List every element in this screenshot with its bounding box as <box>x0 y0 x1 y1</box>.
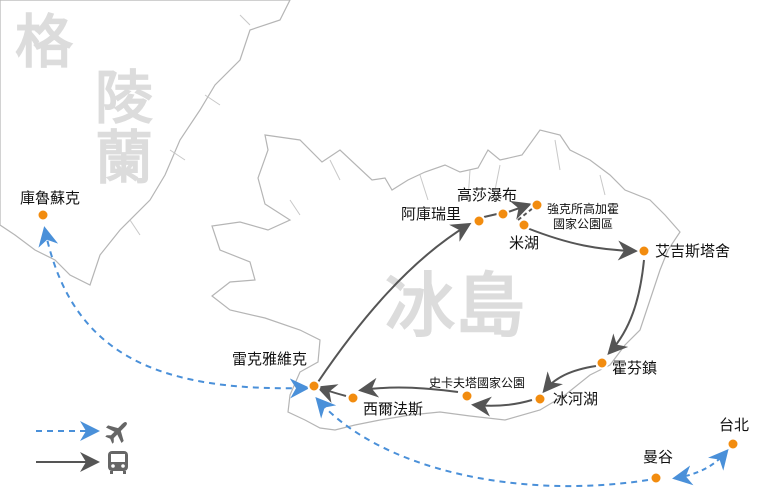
marker-bangkok[interactable] <box>649 471 663 485</box>
marker-egilsstadir[interactable] <box>637 244 651 258</box>
iceland-label: 冰島 <box>385 265 525 347</box>
label-egilsstadir: 艾吉斯塔舍 <box>655 242 730 260</box>
label-jokulsargljufur-1: 強克所高加霍 <box>547 201 619 216</box>
label-reykjavik: 雷克雅維克 <box>232 350 307 368</box>
greenland-label-1: 格 <box>15 8 74 76</box>
label-selfoss: 西爾法斯 <box>363 400 423 418</box>
legend <box>36 421 128 474</box>
marker-skaftafell[interactable] <box>460 389 474 403</box>
flight-bangkok-reykjavik <box>315 397 649 488</box>
label-jokulsargljufur-2: 國家公園區 <box>553 216 613 231</box>
greenland-label-3: 蘭 <box>95 124 153 192</box>
marker-jokulsargljufur[interactable] <box>530 198 544 212</box>
airplane-icon <box>105 422 127 444</box>
label-skaftafell: 史卡夫塔國家公園 <box>429 375 525 390</box>
marker-jokulsarlon[interactable] <box>533 392 547 406</box>
bus-icon <box>108 451 128 474</box>
marker-selfoss[interactable] <box>346 391 360 405</box>
label-godafoss: 高莎瀑布 <box>457 186 517 204</box>
label-hofn: 霍芬鎮 <box>612 359 657 377</box>
marker-akureyri[interactable] <box>472 214 486 228</box>
flight-bangkok-taipei <box>672 448 729 486</box>
ground-routes <box>316 200 645 417</box>
marker-myvatn[interactable] <box>517 218 531 232</box>
label-kulusuk: 庫魯蘇克 <box>20 189 80 207</box>
marker-hofn[interactable] <box>595 356 609 370</box>
label-jokulsarlon: 冰河湖 <box>553 390 598 408</box>
marker-kulusuk[interactable] <box>36 208 50 222</box>
label-myvatn: 米湖 <box>509 234 539 252</box>
marker-godafoss[interactable] <box>496 207 510 221</box>
label-bangkok: 曼谷 <box>643 448 673 466</box>
flight-kulusuk-reykjavik <box>38 226 310 399</box>
greenland-coast <box>0 0 291 286</box>
marker-reykjavik[interactable] <box>307 379 321 393</box>
label-taipei: 台北 <box>719 416 749 434</box>
greenland-label-2: 陵 <box>95 64 154 132</box>
label-akureyri: 阿庫瑞里 <box>401 205 461 223</box>
marker-taipei[interactable] <box>726 437 740 451</box>
